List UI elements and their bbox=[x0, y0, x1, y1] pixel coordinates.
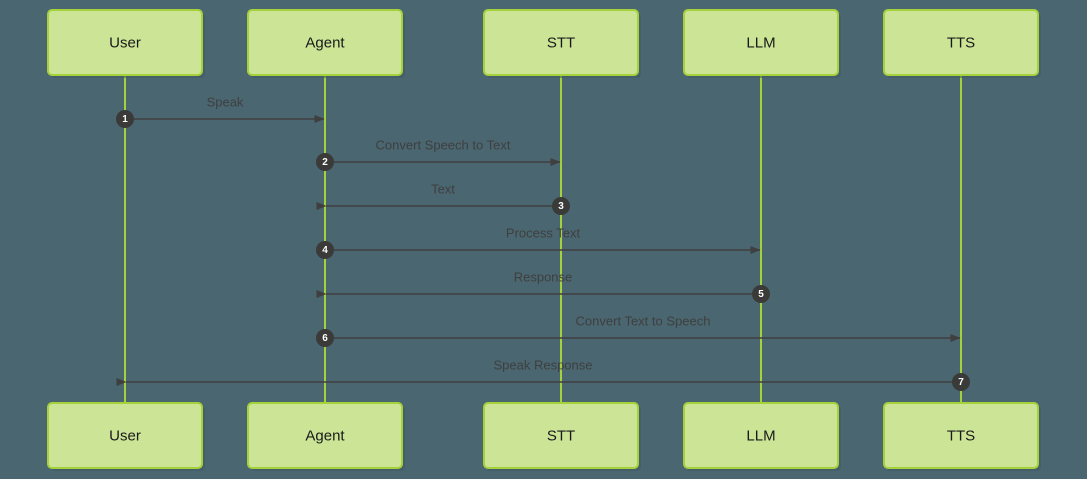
sequence-number-label: 6 bbox=[322, 333, 328, 344]
message-1: Speak 1 bbox=[116, 94, 325, 128]
message-3: Text 3 bbox=[316, 181, 570, 215]
actor-label: User bbox=[109, 34, 141, 51]
actor-box[interactable] bbox=[47, 9, 203, 76]
message-label: Speak bbox=[207, 94, 244, 109]
sequence-number-badge bbox=[316, 153, 334, 171]
actor-boxes-bottom-layer: User Agent STT LLM TTS bbox=[47, 402, 1041, 471]
actor-box[interactable] bbox=[247, 9, 403, 76]
actor-label: Agent bbox=[305, 34, 345, 51]
lifelines-layer bbox=[124, 75, 962, 403]
actor-label: User bbox=[109, 427, 141, 444]
message-label: Convert Speech to Text bbox=[376, 137, 511, 152]
actor-box[interactable] bbox=[483, 402, 639, 469]
sequence-number-badge bbox=[552, 197, 570, 215]
actor-llm-bottom[interactable]: LLM bbox=[683, 402, 841, 471]
sequence-number-label: 1 bbox=[122, 114, 128, 125]
actor-label: LLM bbox=[746, 34, 775, 51]
actor-label: TTS bbox=[947, 427, 975, 444]
actor-tts-top[interactable]: TTS bbox=[883, 9, 1041, 78]
actor-stt-bottom[interactable]: STT bbox=[483, 402, 641, 471]
sequence-number-label: 4 bbox=[322, 245, 328, 256]
actor-box[interactable] bbox=[247, 402, 403, 469]
message-label: Convert Text to Speech bbox=[576, 313, 711, 328]
actor-label: STT bbox=[547, 34, 575, 51]
message-7: Speak Response 7 bbox=[116, 357, 970, 391]
sequence-number-badge bbox=[116, 110, 134, 128]
actor-box[interactable] bbox=[47, 402, 203, 469]
actor-box[interactable] bbox=[483, 9, 639, 76]
actor-label: Agent bbox=[305, 427, 345, 444]
sequence-number-label: 2 bbox=[322, 157, 328, 168]
actor-label: STT bbox=[547, 427, 575, 444]
actor-box[interactable] bbox=[883, 9, 1039, 76]
actor-user-top[interactable]: User bbox=[47, 9, 205, 78]
sequence-number-badge bbox=[752, 285, 770, 303]
message-4: Process Text 4 bbox=[316, 225, 761, 259]
actor-llm-top[interactable]: LLM bbox=[683, 9, 841, 78]
actor-box[interactable] bbox=[883, 402, 1039, 469]
message-label: Process Text bbox=[506, 225, 581, 240]
message-5: Response 5 bbox=[316, 269, 770, 303]
actor-agent-top[interactable]: Agent bbox=[247, 9, 405, 78]
actor-label: TTS bbox=[947, 34, 975, 51]
sequence-number-badge bbox=[316, 241, 334, 259]
sequence-number-label: 7 bbox=[958, 377, 964, 388]
actor-agent-bottom[interactable]: Agent bbox=[247, 402, 405, 471]
sequence-number-label: 5 bbox=[758, 289, 764, 300]
actor-box[interactable] bbox=[683, 402, 839, 469]
actor-label: LLM bbox=[746, 427, 775, 444]
message-label: Response bbox=[514, 269, 573, 284]
message-label: Text bbox=[431, 181, 455, 196]
message-label: Speak Response bbox=[493, 357, 592, 372]
actor-user-bottom[interactable]: User bbox=[47, 402, 205, 471]
sequence-number-badge bbox=[316, 329, 334, 347]
actor-tts-bottom[interactable]: TTS bbox=[883, 402, 1041, 471]
sequence-number-badge bbox=[952, 373, 970, 391]
message-2: Convert Speech to Text 2 bbox=[316, 137, 561, 171]
sequence-number-label: 3 bbox=[558, 201, 564, 212]
actor-boxes-top-layer: User Agent STT LLM TTS bbox=[47, 9, 1041, 78]
actor-stt-top[interactable]: STT bbox=[483, 9, 641, 78]
actor-box[interactable] bbox=[683, 9, 839, 76]
message-6: Convert Text to Speech 6 bbox=[316, 313, 961, 347]
